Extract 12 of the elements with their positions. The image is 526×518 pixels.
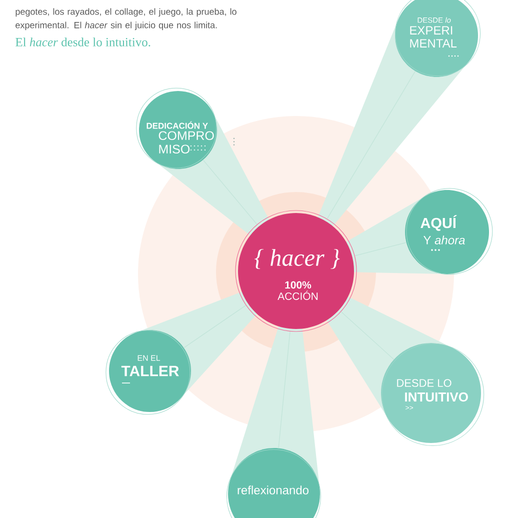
- circle-node: AQUÍ Y ahora: [405, 188, 493, 275]
- connector-line: [278, 331, 290, 449]
- circle-node: reflexionando: [226, 448, 321, 518]
- connector-line: [340, 312, 394, 360]
- connector-line: [354, 242, 407, 256]
- connector-line: [326, 70, 416, 219]
- circle-node: DEDICACIÓN Y COMPRO MISO: [136, 88, 217, 169]
- circle-node: EN EL TALLER: [106, 330, 191, 415]
- paragraph: pegotes, los rayados, el collage, el juego, la prueba, lo experimental. El hacer sin el juicio que nos limita.: [16, 8, 236, 30]
- connector-line: [183, 305, 246, 348]
- subheading: El hacer desde lo intuitivo.: [16, 38, 150, 46]
- connector-line: [202, 160, 258, 225]
